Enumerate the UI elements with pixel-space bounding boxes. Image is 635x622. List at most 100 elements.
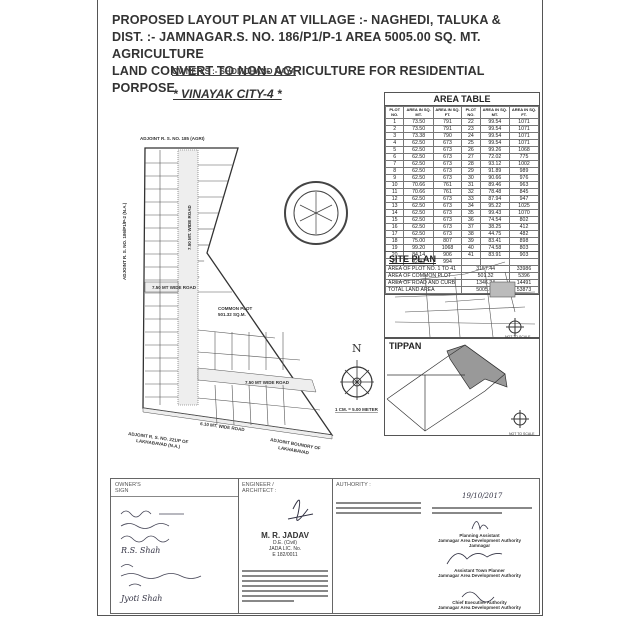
site-plan-sketch: NOT TO SCALE [394,261,536,339]
area-table-cell: 73.50 [403,125,434,133]
common-plot-area: 501.32 SQ.M. [218,312,246,317]
area-table-cell: 74.54 [479,216,511,224]
engineer-name: M. R. JADAV [261,531,309,540]
area-table-cell: 70.66 [403,181,434,189]
area-table-cell: 62.50 [403,146,434,154]
authority-date: 19/10/2017 [462,492,503,500]
plot-line [248,384,252,426]
area-table-cell: 845 [509,188,539,196]
area-table-cell: 775 [509,153,539,161]
area-table-cell: 31 [461,181,481,189]
summary-label: TOTAL LAND AREA [384,286,463,294]
area-table-cell: 13 [384,202,405,210]
area-table-cell: 62.50 [403,230,434,238]
area-table-cell: 37 [461,223,481,231]
north-label: N [352,342,362,355]
plot-line [282,384,286,426]
area-table-cell: 99.26 [479,146,511,154]
area-table-cell: 15 [384,216,405,224]
adjoint-north-label: ADJOINT R. S. NO. 185 (AGRI) [140,136,205,141]
area-table-cell: 62.50 [403,216,434,224]
area-table-cell: 5 [384,146,405,154]
area-table-cell: 99.54 [479,132,511,140]
area-table-cell: 91.89 [479,167,511,175]
bottom-road-label: 6.10 MT. WIDE ROAD [200,421,246,432]
area-table-cell: 791 [432,118,463,126]
area-table-cell: 62.50 [403,223,434,231]
area-table-cell: 62.50 [403,139,434,147]
tippan-sketch: TIPPAN NOT TO SCALE [384,338,540,436]
owner-signature: R.S. Shah [121,546,161,555]
area-table-cell: 16 [384,223,405,231]
area-table-cell: 35 [461,209,481,217]
area-table-cell: 2 [384,125,405,133]
area-table-cell: 1068 [509,146,539,154]
project-name: * VINAYAK CITY-4 * [173,87,282,101]
plot-line [197,329,276,339]
area-table-cell: 29 [461,167,481,175]
plot-line [214,384,218,426]
area-table-cell: 673 [432,174,463,182]
area-table-cell: 976 [509,174,539,182]
vertical-road [177,149,199,406]
area-table-cell: 62.50 [403,153,434,161]
bottom-road [142,407,333,440]
planning-assistant-title: Planning Assistant [459,533,500,538]
area-table-cell: 90.66 [479,174,511,182]
area-table-cell: 95.22 [479,202,511,210]
plot-line [231,384,235,426]
plot-line [197,351,301,361]
area-table-cell: 1025 [509,202,539,210]
area-table-cell: 72.02 [479,153,511,161]
area-table-header: AREA IN SQ. FT. [432,106,463,119]
area-table-cell: 99.54 [479,118,511,126]
drawing-frame [97,0,543,616]
planning-assistant-org: Jamnagar Area Development Authority [438,538,521,543]
area-table-cell: 93.12 [479,160,511,168]
authority-seal [284,181,348,245]
plot-line [197,397,321,411]
horizontal-road-label-2: 7.50 MT WIDE ROAD [245,380,290,385]
area-table-header: PLOT NO. [461,106,481,119]
area-table-cell: 83.41 [479,237,511,245]
adjoint-boundary-label-2: LAKHABAVAD [278,445,310,455]
scale-label: 1 CM. = 5.00 METER [335,407,379,412]
area-table-cell: 4 [384,139,405,147]
area-table-cell: 8 [384,167,405,175]
area-table-cell: 23 [461,125,481,133]
area-table-cell: 62.50 [403,160,434,168]
area-table-header: AREA IN SQ. MT. [403,106,434,119]
adjoint-west-label: ADJOINT R. S. NO. 186/P1/P-2 (N.A.) [122,202,127,280]
area-table-cell: 673 [432,139,463,147]
area-table-cell: 412 [509,223,539,231]
area-table-header: PLOT NO. [384,106,405,119]
area-table-header: AREA IN SQ. FT. [509,106,539,119]
area-table-cell: 989 [509,167,539,175]
area-table-cell: 30 [461,174,481,182]
area-table-cell: 62.50 [403,167,434,175]
owner-sign-header: OWNER'S SIGN [115,482,141,494]
title-line: DIST. :- JAMNAGAR.S. NO. 186/P1/P-1 AREA… [112,30,481,61]
engineer-license: JADA LIC. No. [268,546,302,552]
planning-assistant-city: Jamnagar [468,543,491,548]
area-table-cell: 73.50 [403,118,434,126]
area-table-cell: 25 [461,139,481,147]
owner-handwriting [120,510,202,587]
title-line: PROPOSED LAYOUT PLAN AT VILLAGE :- NAGHE… [112,13,501,27]
authority-header: AUTHORITY : [336,482,371,488]
area-table-cell: 1071 [509,139,539,147]
engineer-declaration-text [242,567,328,605]
area-table-cell: 22 [461,118,481,126]
authority-stamp-text [336,499,421,517]
engineer-degree: D.E. (Civil) [273,540,297,546]
area-table-cell: 78.48 [479,188,511,196]
area-table-cell: 38 [461,230,481,238]
